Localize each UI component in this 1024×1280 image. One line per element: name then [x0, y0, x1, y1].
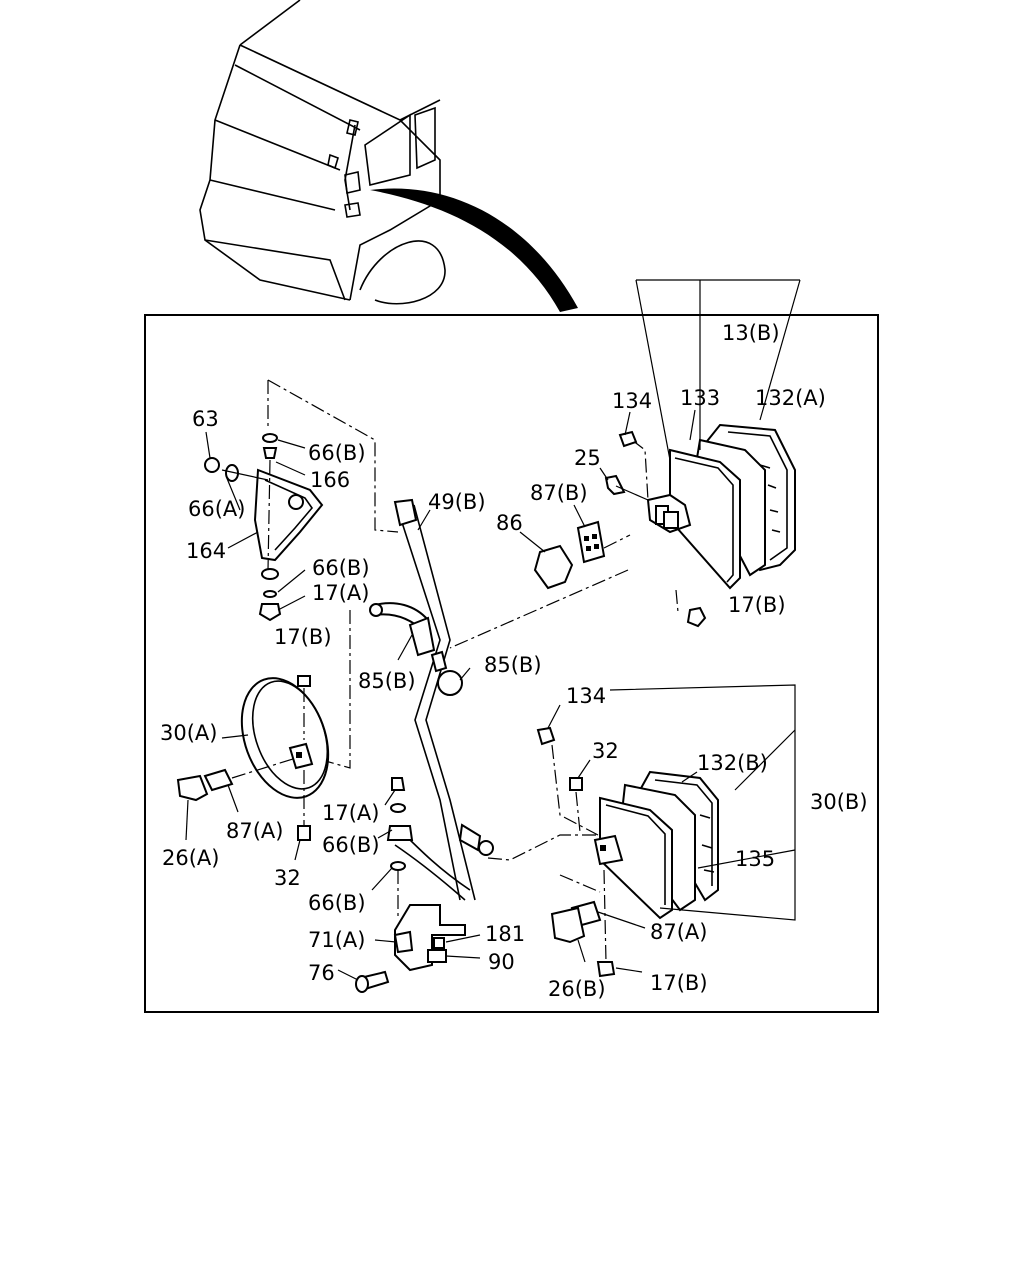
label-30b: 30(B) [810, 790, 868, 814]
label-66b-2: 66(B) [312, 556, 370, 580]
label-90: 90 [488, 950, 515, 974]
label-17b-left: 17(B) [274, 625, 332, 649]
label-87a-2: 87(A) [650, 920, 707, 944]
label-66b-4: 66(B) [308, 891, 366, 915]
label-32-right: 32 [592, 739, 619, 763]
truck-cab-illustration [199, 0, 578, 312]
label-87a-1: 87(A) [226, 819, 283, 843]
label-17a-1: 17(A) [312, 581, 369, 605]
label-17b-bottom: 17(B) [650, 971, 708, 995]
mirror-arm-49b [369, 498, 494, 901]
label-71a: 71(A) [308, 928, 365, 952]
label-13b: 13(B) [722, 321, 780, 345]
label-132a: 132(A) [755, 386, 826, 410]
label-76: 76 [308, 961, 335, 985]
label-85b-1: 85(B) [358, 669, 416, 693]
label-49b: 49(B) [428, 490, 486, 514]
label-66a: 66(A) [188, 497, 245, 521]
label-30a: 30(A) [160, 721, 217, 745]
label-134-upper: 134 [612, 389, 652, 413]
label-181: 181 [485, 922, 525, 946]
label-134-lower: 134 [566, 684, 606, 708]
label-26a: 26(A) [162, 846, 219, 870]
label-32-left: 32 [274, 866, 301, 890]
label-25: 25 [574, 446, 601, 470]
label-86: 86 [496, 511, 523, 535]
label-17b-upper-right: 17(B) [728, 593, 786, 617]
label-63: 63 [192, 407, 219, 431]
label-132b: 132(B) [697, 751, 768, 775]
label-66b-3: 66(B) [322, 833, 380, 857]
label-17a-2: 17(A) [322, 801, 379, 825]
label-164: 164 [186, 539, 226, 563]
label-133: 133 [680, 386, 720, 410]
detail-frame [144, 314, 879, 1013]
label-85b-2: 85(B) [484, 653, 542, 677]
label-66b-1: 66(B) [308, 441, 366, 465]
label-26b: 26(B) [548, 977, 606, 1001]
mirror-30b [593, 770, 719, 920]
mirror-30a [240, 677, 330, 799]
label-87b: 87(B) [530, 481, 588, 505]
mirror-13b [646, 423, 796, 590]
label-135: 135 [735, 847, 775, 871]
label-166: 166 [310, 468, 350, 492]
